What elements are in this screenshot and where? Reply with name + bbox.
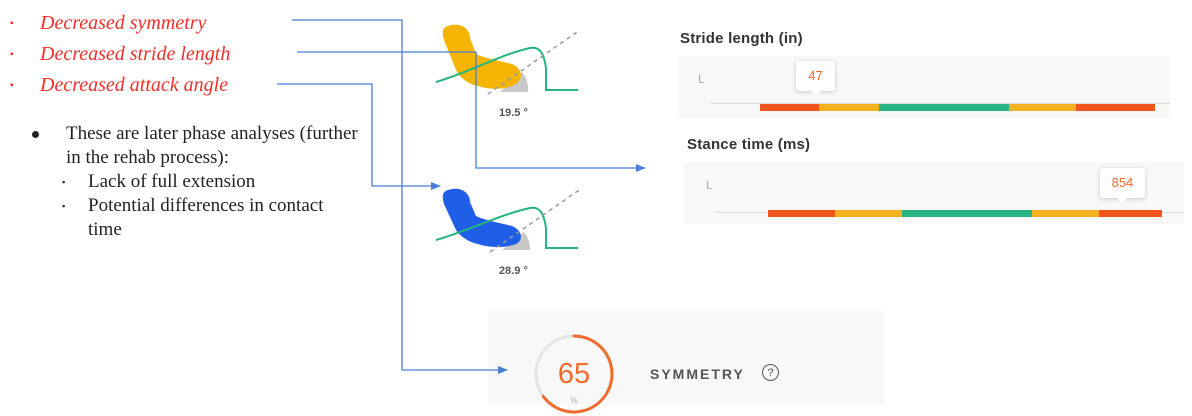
symmetry-unit: % <box>570 396 578 405</box>
phase-note-intro-text: These are later phase analyses (further … <box>66 123 358 168</box>
stride-length-range-segment <box>878 104 1009 111</box>
symmetry-value: 65 <box>557 358 591 390</box>
foot-angle-top-illustration <box>435 24 581 95</box>
stance-time-range-segment <box>1031 210 1099 217</box>
bullet-decreased-symmetry: Decreased symmetry <box>10 8 230 39</box>
bullet-dot-icon <box>32 131 39 138</box>
stride-length-range-segment <box>819 104 879 111</box>
stance-time-range-bar <box>768 210 1163 217</box>
stride-length-title: Stride length (in) <box>680 30 803 47</box>
foot-bottom-icon <box>442 188 521 247</box>
stance-time-side-label: L <box>706 178 713 192</box>
angle-guide-bottom <box>489 187 583 253</box>
stride-length-side-label: L <box>698 72 705 86</box>
stance-time-range-segment <box>768 210 835 217</box>
stride-length-range-segment <box>1008 104 1076 111</box>
stride-length-range-bar <box>760 104 1155 111</box>
phase-note-item-contact-time: Potential differences in contact time <box>30 194 360 242</box>
stance-time-range-segment <box>1098 210 1163 217</box>
bullet-decreased-attack-angle: Decreased attack angle <box>10 70 230 101</box>
stride-length-range-segment <box>1076 104 1155 111</box>
stance-time-range-segment <box>834 210 902 217</box>
bullet-decreased-stride-length: Decreased stride length <box>10 39 230 70</box>
foot-angle-bottom-illustration <box>435 187 583 253</box>
symmetry-panel <box>488 311 884 405</box>
stride-length-value-badge: 47 <box>796 61 835 96</box>
stride-length-range-segment <box>760 104 820 111</box>
foot-angle-bottom-value: 28.9 ° <box>499 265 528 277</box>
stride-length-axis-line <box>710 103 1170 104</box>
help-icon[interactable]: ? <box>762 364 779 381</box>
stance-time-range-segment <box>901 210 1032 217</box>
phase-note: These are later phase analyses (further … <box>30 122 360 242</box>
phase-note-intro: These are later phase analyses (further … <box>30 122 360 170</box>
foot-angle-top-value: 19.5 ° <box>499 107 528 119</box>
stance-time-title: Stance time (ms) <box>687 136 811 153</box>
phase-note-item-extension: Lack of full extension <box>30 170 360 194</box>
stance-time-value-badge: 854 <box>1099 168 1146 203</box>
red-bullet-list: Decreased symmetry Decreased stride leng… <box>10 8 230 101</box>
symmetry-label: SYMMETRY <box>650 366 745 382</box>
phase-note-items: Lack of full extension Potential differe… <box>30 170 360 242</box>
